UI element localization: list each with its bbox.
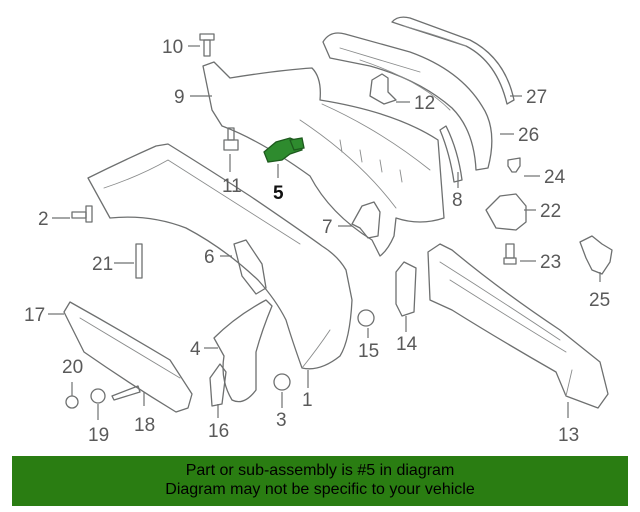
callout-26[interactable]: 26 <box>518 125 539 146</box>
part-16-bracket <box>209 363 227 407</box>
callout-14[interactable]: 14 <box>396 334 418 355</box>
callout-20[interactable]: 20 <box>62 357 83 378</box>
part-27-strip <box>391 16 515 105</box>
part-19-washer <box>90 388 106 404</box>
part-11-clip <box>223 127 239 151</box>
callout-15[interactable]: 15 <box>358 341 379 362</box>
callout-13[interactable]: 13 <box>558 425 579 446</box>
part-8-strip <box>439 125 463 183</box>
part-7-bracket <box>351 201 381 239</box>
callout-7[interactable]: 7 <box>322 217 333 238</box>
part-25-bracket <box>579 235 613 275</box>
part-1-bumper-cover <box>87 143 353 370</box>
callout-21[interactable]: 21 <box>92 254 113 275</box>
part-13-beam <box>427 243 609 409</box>
leader-lines <box>48 45 601 420</box>
part-22-piece <box>485 193 527 231</box>
callout-23[interactable]: 23 <box>540 252 561 273</box>
callout-4[interactable]: 4 <box>190 339 201 360</box>
part-12-bracket <box>369 73 397 105</box>
callout-19[interactable]: 19 <box>88 425 109 446</box>
parts-diagram: 10 9 11 5 12 27 26 24 8 22 23 25 7 6 21 … <box>24 16 613 446</box>
part-4-bracket <box>213 299 273 403</box>
part-23-bolt <box>503 243 517 265</box>
banner-line-2: Diagram may not be specific to your vehi… <box>165 481 475 498</box>
part-10-rivet <box>199 33 215 57</box>
callout-9[interactable]: 9 <box>174 87 185 108</box>
callout-labels: 10 9 11 5 12 27 26 24 8 22 23 25 7 6 21 … <box>24 37 610 446</box>
part-9-lower-cover <box>202 61 445 257</box>
callout-18[interactable]: 18 <box>134 415 155 436</box>
part-26-diffuser <box>322 32 493 171</box>
part-20-nut <box>65 395 79 409</box>
callout-6[interactable]: 6 <box>204 247 215 268</box>
callout-3[interactable]: 3 <box>276 410 287 431</box>
part-14-panel <box>395 261 417 317</box>
part-6-bracket <box>233 239 267 295</box>
callout-16[interactable]: 16 <box>208 421 229 442</box>
part-5-highlighted <box>263 137 305 163</box>
part-2-bolt <box>71 205 93 223</box>
banner-line-1: Part or sub-assembly is #5 in diagram <box>185 462 455 479</box>
part-24-clip <box>507 157 521 173</box>
info-banner: Part or sub-assembly is #5 in diagram Di… <box>12 456 628 506</box>
part-21-pin <box>135 243 143 279</box>
callout-22[interactable]: 22 <box>540 201 561 222</box>
callout-11[interactable]: 11 <box>222 176 242 197</box>
callout-10[interactable]: 10 <box>162 37 183 58</box>
callout-25[interactable]: 25 <box>589 290 610 311</box>
callout-8[interactable]: 8 <box>452 190 463 211</box>
callout-2[interactable]: 2 <box>38 209 49 230</box>
callout-12[interactable]: 12 <box>414 93 435 114</box>
callout-1[interactable]: 1 <box>302 390 313 411</box>
callout-27[interactable]: 27 <box>526 87 547 108</box>
callout-17[interactable]: 17 <box>24 305 45 326</box>
part-18-bolt <box>111 385 141 401</box>
callout-5[interactable]: 5 <box>273 183 284 204</box>
part-15-nut <box>357 309 375 327</box>
part-3-nut <box>273 373 291 391</box>
part-17-beam <box>63 301 193 413</box>
callout-24[interactable]: 24 <box>544 167 566 188</box>
